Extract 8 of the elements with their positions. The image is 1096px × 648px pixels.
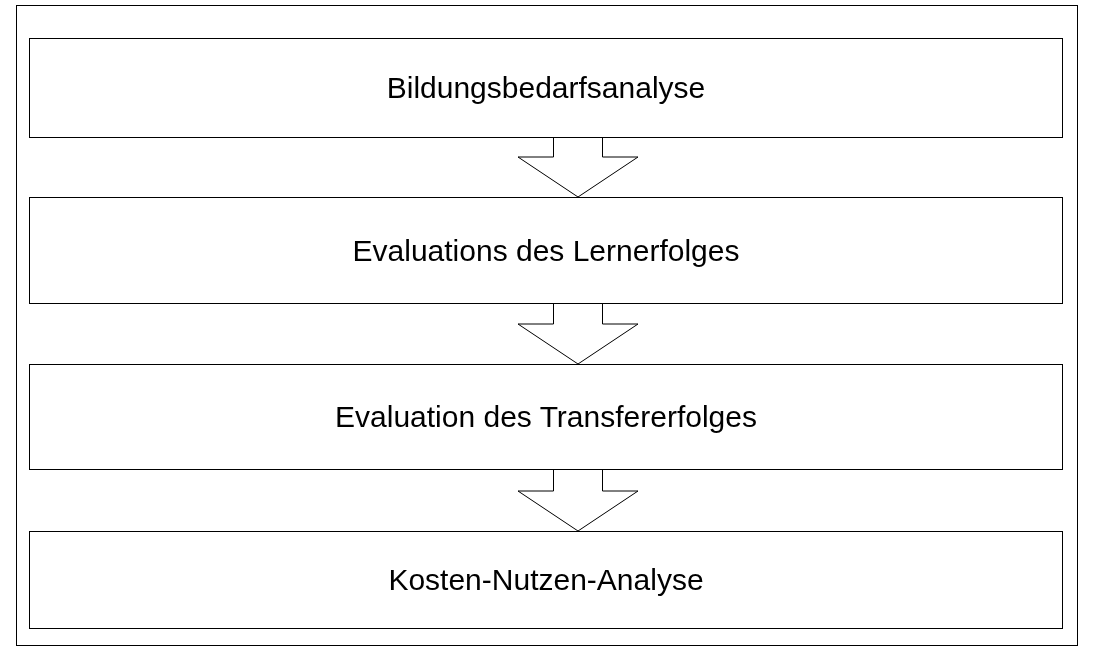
process-box (29, 38, 1063, 138)
box-label: Kosten-Nutzen-Analyse (388, 563, 704, 597)
box-label: Evaluation des Transfererfolges (335, 400, 757, 434)
process-box (29, 531, 1063, 629)
box-label: Bildungsbedarfsanalyse (386, 71, 706, 105)
box-label: Evaluations des Lernerfolges (352, 233, 740, 268)
process-box (29, 197, 1063, 304)
process-box (29, 364, 1063, 470)
